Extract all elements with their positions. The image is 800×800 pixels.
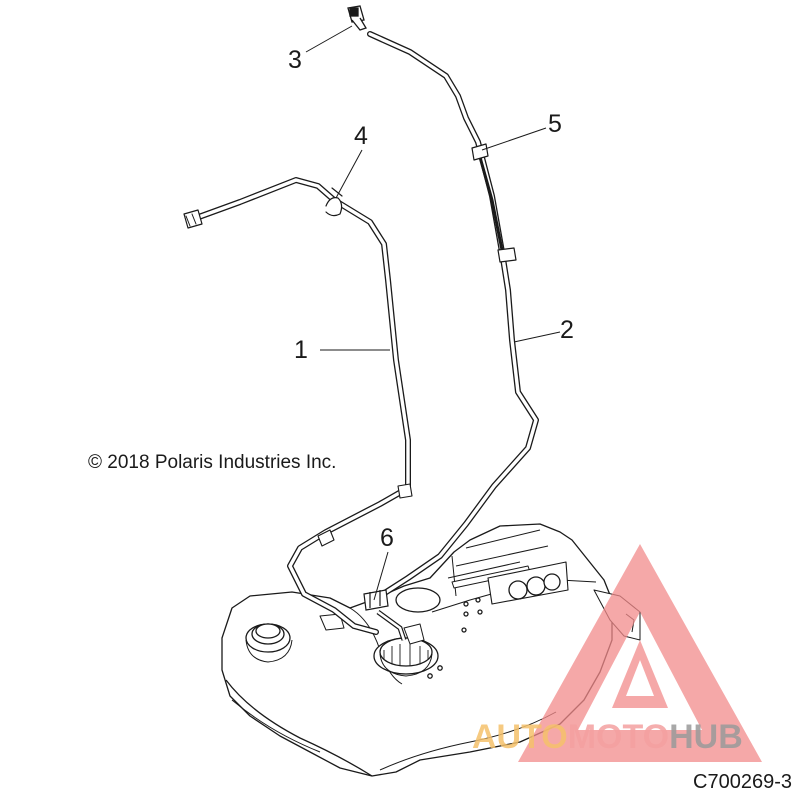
- drawing-code: C700269-3: [693, 771, 792, 793]
- leader-3: [305, 25, 353, 53]
- watermark-wordmark: AUTOMOTOHUB: [472, 718, 743, 757]
- callout-1: 1: [294, 336, 308, 364]
- callout-5: 5: [548, 110, 562, 138]
- watermark-auto: AUTO: [472, 718, 568, 756]
- vent-valve-3: [347, 5, 367, 31]
- watermark-logo: [518, 544, 762, 762]
- clamp-6: [363, 589, 407, 641]
- leader-6: [373, 551, 389, 601]
- leader-lines: [305, 25, 561, 601]
- callout-2: 2: [560, 316, 574, 344]
- leader-4: [335, 149, 363, 199]
- fuel-line-1: [183, 177, 413, 635]
- watermark-hub: HUB: [669, 718, 743, 756]
- vent-line-2: [367, 31, 539, 599]
- fuel-tank: [221, 523, 641, 777]
- callout-3: 3: [288, 46, 302, 74]
- leader-5: [481, 127, 547, 151]
- leader-2: [513, 331, 561, 343]
- callout-6: 6: [380, 524, 394, 552]
- copyright-notice: © 2018 Polaris Industries Inc.: [88, 452, 337, 473]
- callout-4: 4: [354, 122, 368, 150]
- watermark-moto: MOTO: [567, 718, 670, 756]
